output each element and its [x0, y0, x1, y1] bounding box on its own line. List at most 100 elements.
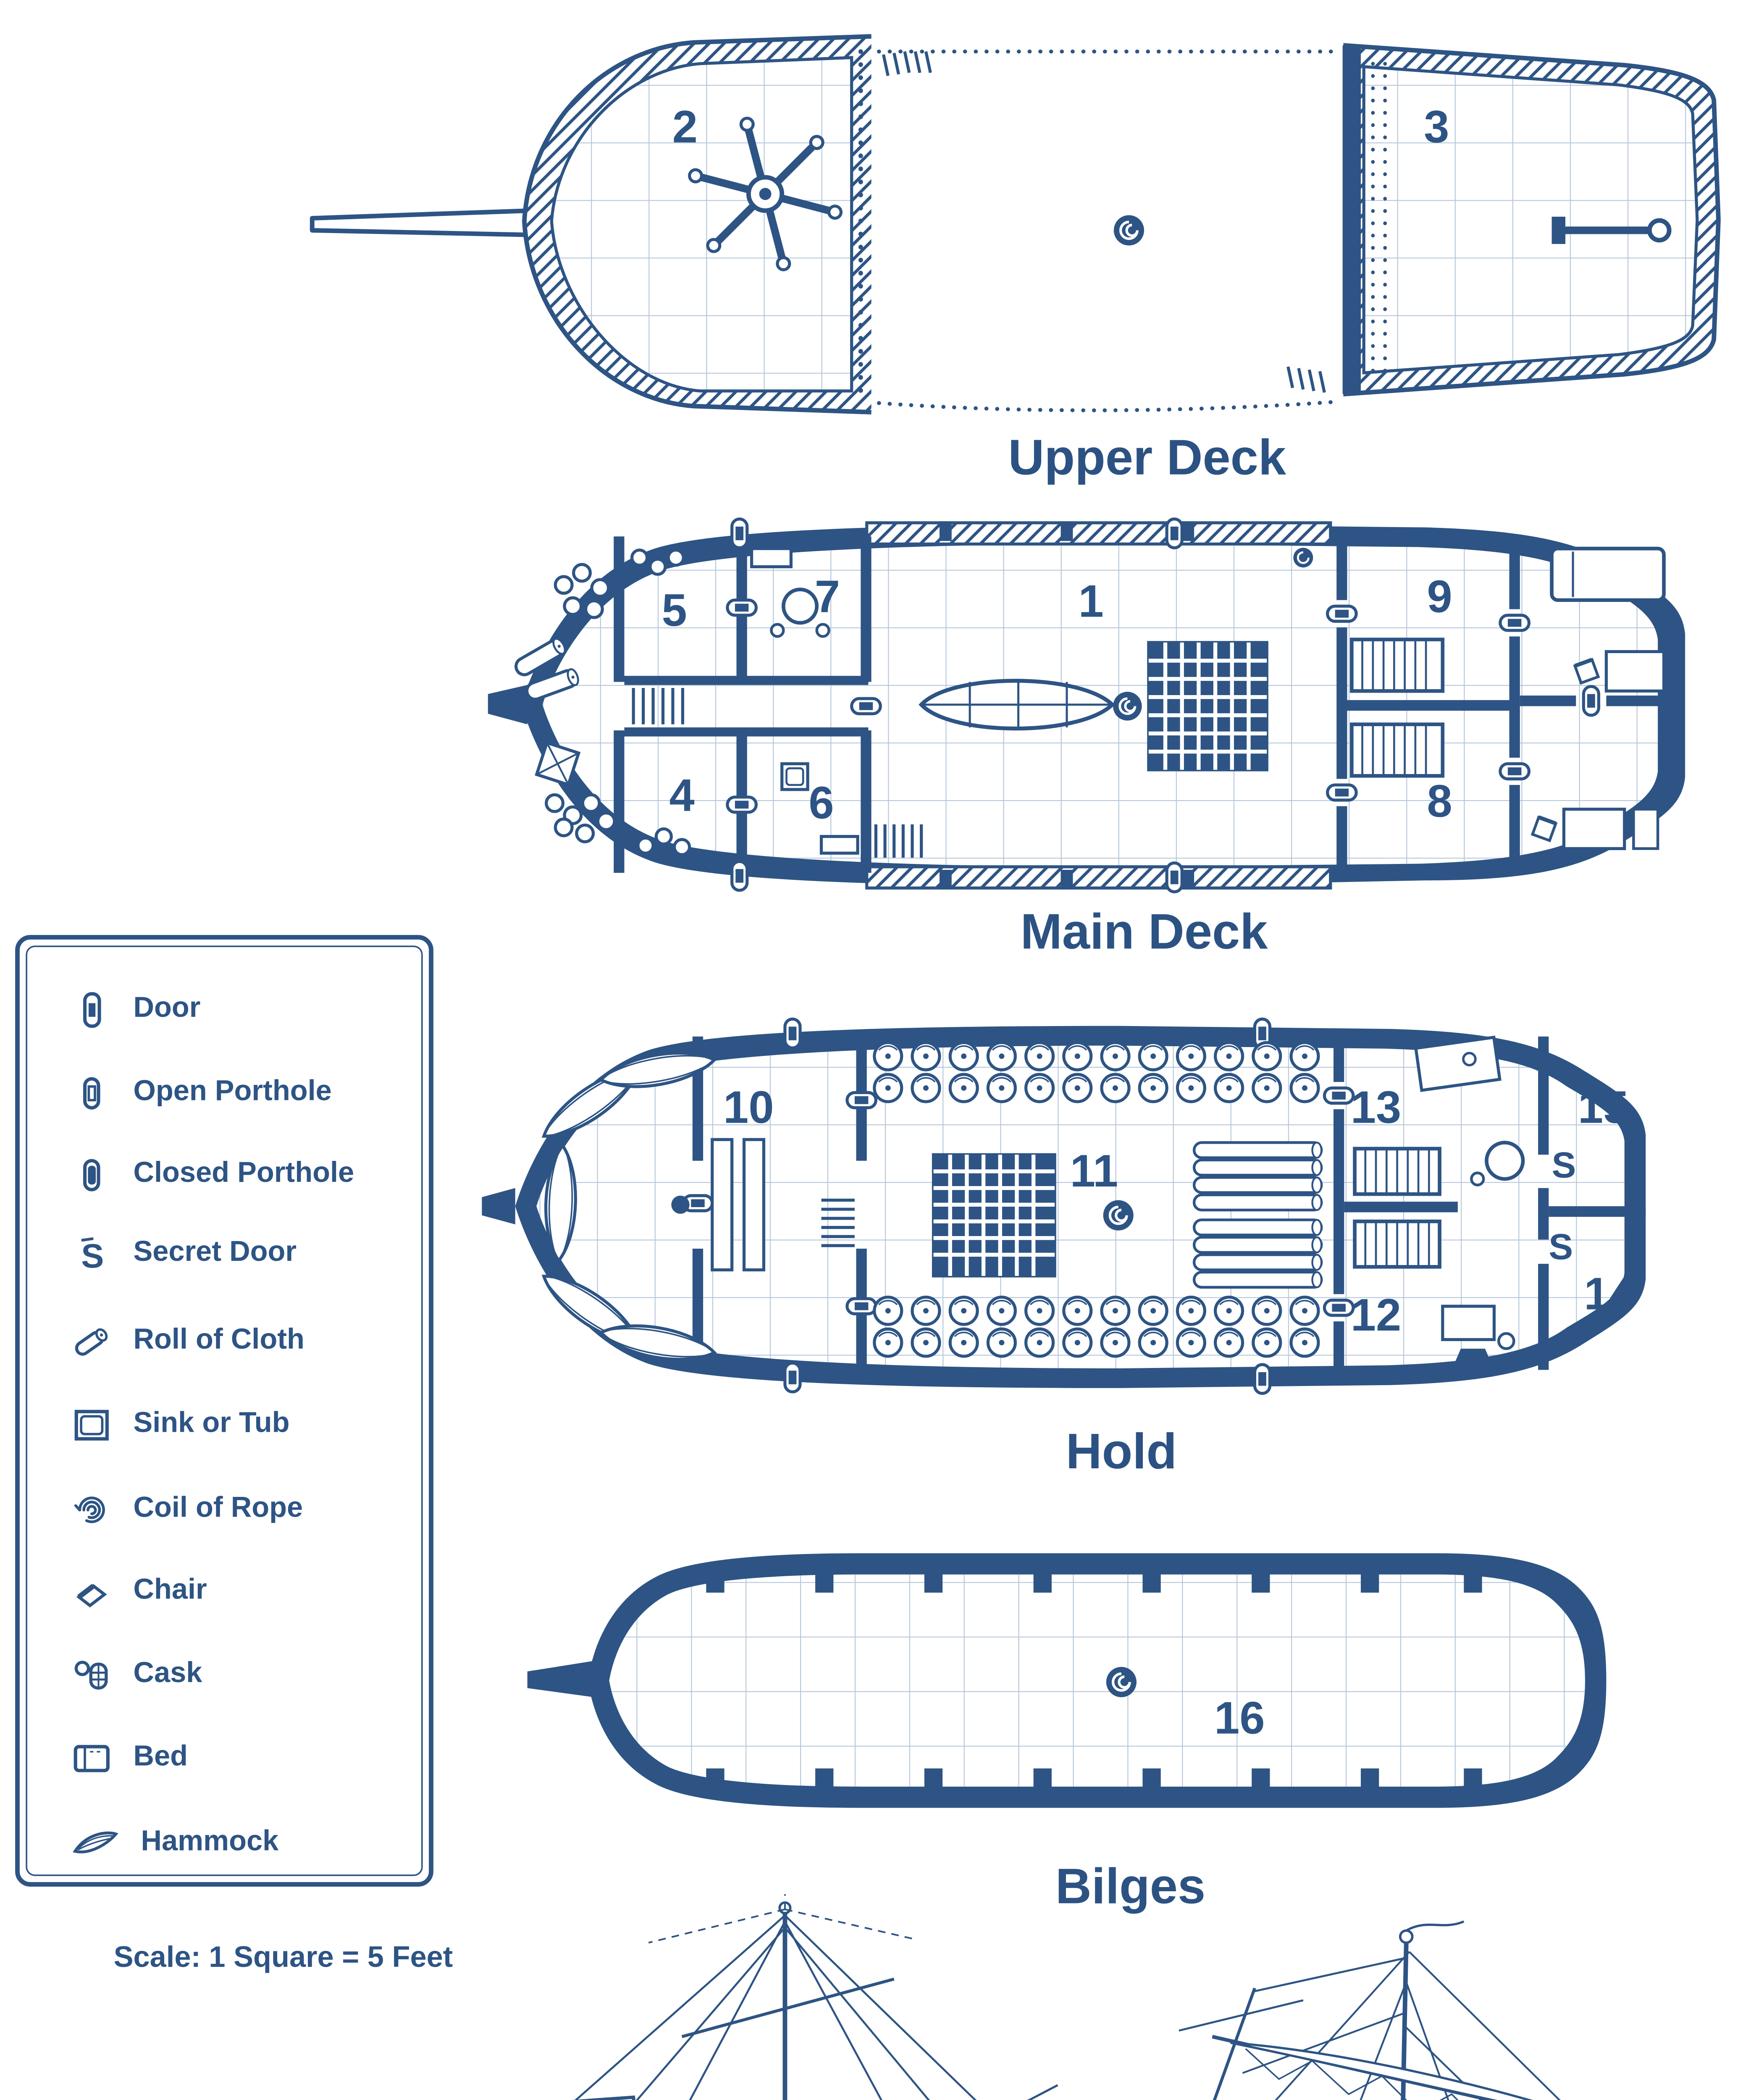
room-number: 13 — [1350, 1083, 1402, 1134]
main-deck-title: Main Deck — [1020, 903, 1268, 959]
room-number: 11 — [1070, 1147, 1118, 1197]
room-number: 8 — [1427, 777, 1452, 827]
rope-coil-icon — [1113, 215, 1144, 246]
legend-item-secret-door: S Secret Door — [71, 1231, 297, 1276]
room-number: 2 — [672, 103, 698, 153]
room-number: 7 — [814, 572, 840, 623]
sink-or-tub-icon — [74, 1409, 109, 1440]
legend-label: Bed — [133, 1741, 188, 1773]
quarterdeck — [1342, 43, 1721, 396]
upper-deck-plan — [310, 34, 1721, 415]
legend-label: Open Porthole — [133, 1076, 332, 1108]
legend-label: Hammock — [141, 1826, 279, 1858]
forecastle-deck — [522, 34, 872, 415]
coil-of-rope-icon — [74, 1496, 105, 1522]
legend-label: Sink or Tub — [133, 1407, 290, 1440]
door-icon — [83, 991, 101, 1027]
rigging-diagrams — [454, 1891, 1682, 2100]
legend-label: Cask — [133, 1658, 202, 1690]
bunk-beds — [1353, 1147, 1441, 1269]
crate-icon — [535, 740, 581, 787]
room-number: 3 — [1424, 103, 1449, 153]
bilges-title: Bilges — [1055, 1858, 1206, 1914]
deck-main: 5 7 1 9 4 6 8 — [485, 512, 1697, 899]
bilges-plan — [527, 1553, 1606, 1808]
hull-frames — [706, 1571, 1482, 1790]
secret-door-icon: S — [81, 1236, 104, 1274]
deck-hold: 10 11 13 15 12 14 S S — [482, 1009, 1664, 1406]
roll-of-cloth-icon — [75, 1327, 108, 1355]
legend-label: Coil of Rope — [133, 1492, 303, 1525]
hold-stairs — [821, 1198, 855, 1247]
open-porthole-icon — [83, 1076, 100, 1109]
room-number: 9 — [1427, 572, 1452, 623]
rigging-diagram-right — [1179, 1920, 1561, 2100]
hold-plan — [482, 1009, 1646, 1406]
legend-item-sink-or-tub: Sink or Tub — [71, 1402, 290, 1447]
legend-item-closed-porthole: Closed Porthole — [71, 1152, 354, 1197]
svg-text:S: S — [81, 1236, 104, 1273]
rope-coil-icon — [1106, 1667, 1137, 1697]
prow-spike — [482, 1188, 515, 1225]
scale-note: Scale: 1 Square = 5 Feet — [113, 1941, 453, 1975]
bunk-beds — [1350, 638, 1445, 778]
legend-label: Chair — [133, 1574, 207, 1606]
corridor-stairs — [632, 688, 685, 724]
legend-label: Roll of Cloth — [133, 1324, 304, 1357]
bed-icon — [74, 1744, 110, 1772]
deck-bilges: 16 — [527, 1528, 1619, 1838]
legend: Door Open Porthole Closed Porthole S Sec… — [15, 935, 433, 1887]
rigging-sketches — [572, 1894, 1561, 2100]
room-number: 1 — [1078, 577, 1104, 627]
room-number: 10 — [723, 1083, 774, 1134]
room-number: 14 — [1584, 1270, 1635, 1320]
grate-icon — [932, 1153, 1056, 1278]
rope-coil-icon — [1103, 1200, 1134, 1231]
legend-item-coil-of-rope: Coil of Rope — [71, 1486, 303, 1532]
galley-table — [750, 547, 830, 638]
prow-spike — [527, 1661, 594, 1697]
cask-icon — [74, 1660, 108, 1689]
stairs — [874, 824, 923, 858]
hold-title: Hold — [1066, 1423, 1177, 1479]
legend-item-chair: Chair — [71, 1568, 207, 1614]
sink-icon — [780, 762, 859, 855]
legend-item-hammock: Hammock — [71, 1820, 279, 1865]
grate-icon — [1147, 641, 1268, 772]
legend-item-open-porthole: Open Porthole — [71, 1070, 332, 1115]
legend-item-cask: Cask — [71, 1652, 202, 1697]
chair-icon — [76, 1583, 107, 1607]
aft-cabins — [1530, 546, 1666, 850]
room-number: 4 — [669, 771, 695, 822]
legend-label: Door — [133, 992, 201, 1025]
room-number: 12 — [1350, 1291, 1402, 1341]
hammock-icon — [73, 1830, 118, 1853]
legend-item-roll-of-cloth: Roll of Cloth — [71, 1318, 304, 1364]
open-deck-edges — [877, 49, 1342, 412]
room-number: 15 — [1578, 1083, 1629, 1134]
capstan-icon — [688, 116, 843, 271]
room-number: 16 — [1214, 1694, 1265, 1744]
room-number: 5 — [662, 586, 687, 637]
main-deck-plan — [488, 512, 1685, 899]
hatched-hull-bands — [865, 521, 1332, 890]
legend-label: Secret Door — [133, 1236, 297, 1268]
interior-walls — [614, 536, 1664, 873]
rope-coil-icon — [1113, 692, 1142, 721]
legend-item-bed: Bed — [71, 1735, 188, 1780]
legend-label: Closed Porthole — [133, 1158, 354, 1190]
tiller-icon — [1551, 216, 1672, 244]
closed-porthole-icon — [83, 1158, 100, 1191]
mast — [671, 1195, 690, 1214]
storage-racks — [711, 1138, 766, 1272]
secret-door-mark: S — [1549, 1227, 1573, 1268]
legend-item-door: Door — [71, 987, 201, 1032]
bow-stores — [545, 549, 691, 856]
ships-boat-icon — [919, 679, 1116, 731]
rope-coil-icon — [1293, 548, 1313, 568]
upper-deck-title: Upper Deck — [1008, 429, 1286, 485]
aft-furniture — [1414, 1035, 1525, 1350]
prow-spike — [488, 685, 528, 724]
deck-upper: 2 3 — [303, 27, 1728, 421]
